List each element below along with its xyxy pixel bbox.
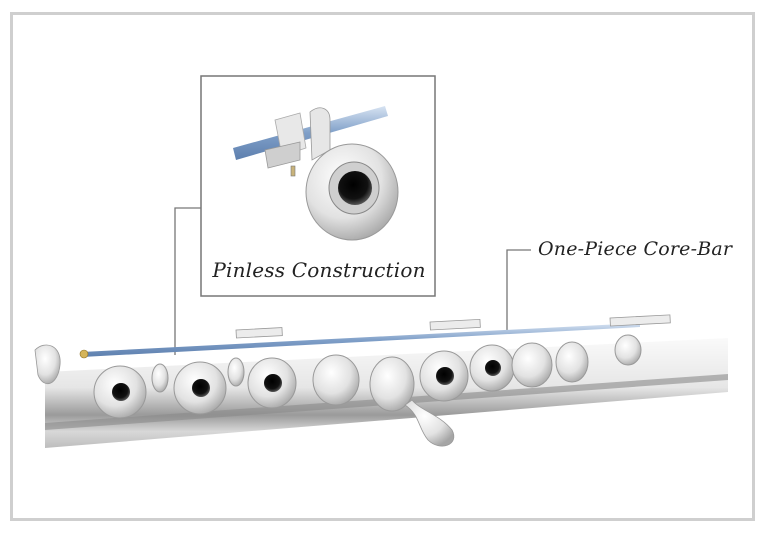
core-bar-label: One-Piece Core-Bar [538,238,733,260]
pinless-construction-label: Pinless Construction [212,258,426,282]
inset-key-arm [309,107,331,161]
trill-lever [34,344,61,385]
inset-bracket [264,141,301,169]
key-posts [235,314,671,339]
inset-pin [290,165,296,177]
core-bar-leader-line [506,249,531,330]
core-bar-rod [82,323,640,357]
open-keys [93,344,515,419]
closed-keys [151,334,642,412]
inset-tone-hole [338,171,372,205]
rod-end-screw [79,349,89,359]
pinless-leader-line [174,207,201,355]
lever-key [404,399,455,447]
